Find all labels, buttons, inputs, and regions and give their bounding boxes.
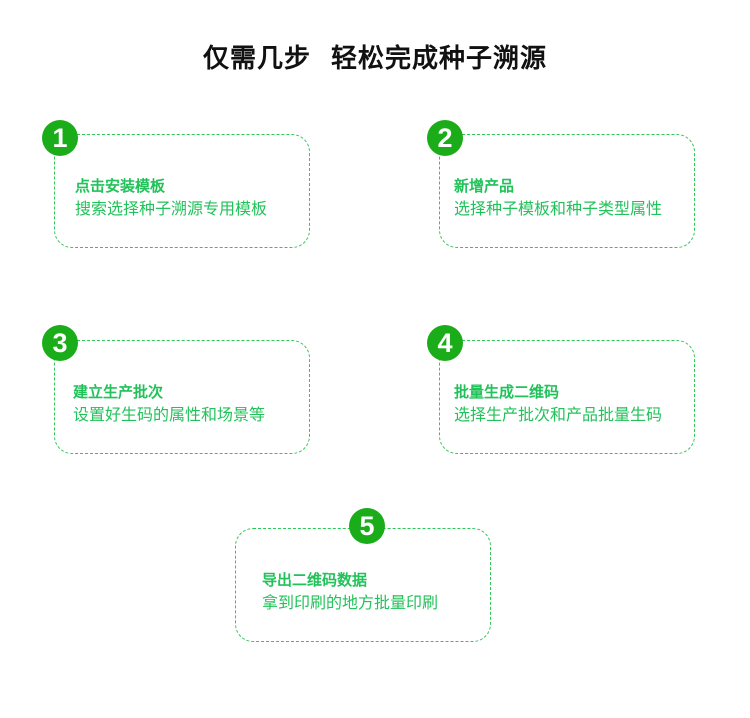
- step-card-4: 批量生成二维码 选择生产批次和产品批量生码: [439, 340, 695, 454]
- step-number-badge: 5: [349, 508, 385, 544]
- step-title: 新增产品: [454, 177, 515, 195]
- step-title: 批量生成二维码: [454, 383, 560, 401]
- step-number-badge: 3: [42, 325, 78, 361]
- page-title: 仅需几步 轻松完成种子溯源: [202, 44, 548, 74]
- step-description: 设置好生码的属性和场景等: [73, 405, 266, 424]
- step-card-1: 点击安装模板 搜索选择种子溯源专用模板: [54, 134, 310, 248]
- step-card-5: 导出二维码数据 拿到印刷的地方批量印刷: [235, 528, 491, 642]
- step-card-2: 新增产品 选择种子模板和种子类型属性: [439, 134, 695, 248]
- step-number-badge: 4: [427, 325, 463, 361]
- step-description: 拿到印刷的地方批量印刷: [262, 593, 439, 612]
- step-title: 导出二维码数据: [262, 571, 368, 589]
- step-number-badge: 1: [42, 120, 78, 156]
- step-description: 搜索选择种子溯源专用模板: [75, 199, 268, 218]
- step-title: 点击安装模板: [75, 177, 166, 195]
- step-description: 选择种子模板和种子类型属性: [454, 199, 663, 218]
- step-title: 建立生产批次: [73, 383, 164, 401]
- step-description: 选择生产批次和产品批量生码: [454, 405, 663, 424]
- step-number-badge: 2: [427, 120, 463, 156]
- step-card-3: 建立生产批次 设置好生码的属性和场景等: [54, 340, 310, 454]
